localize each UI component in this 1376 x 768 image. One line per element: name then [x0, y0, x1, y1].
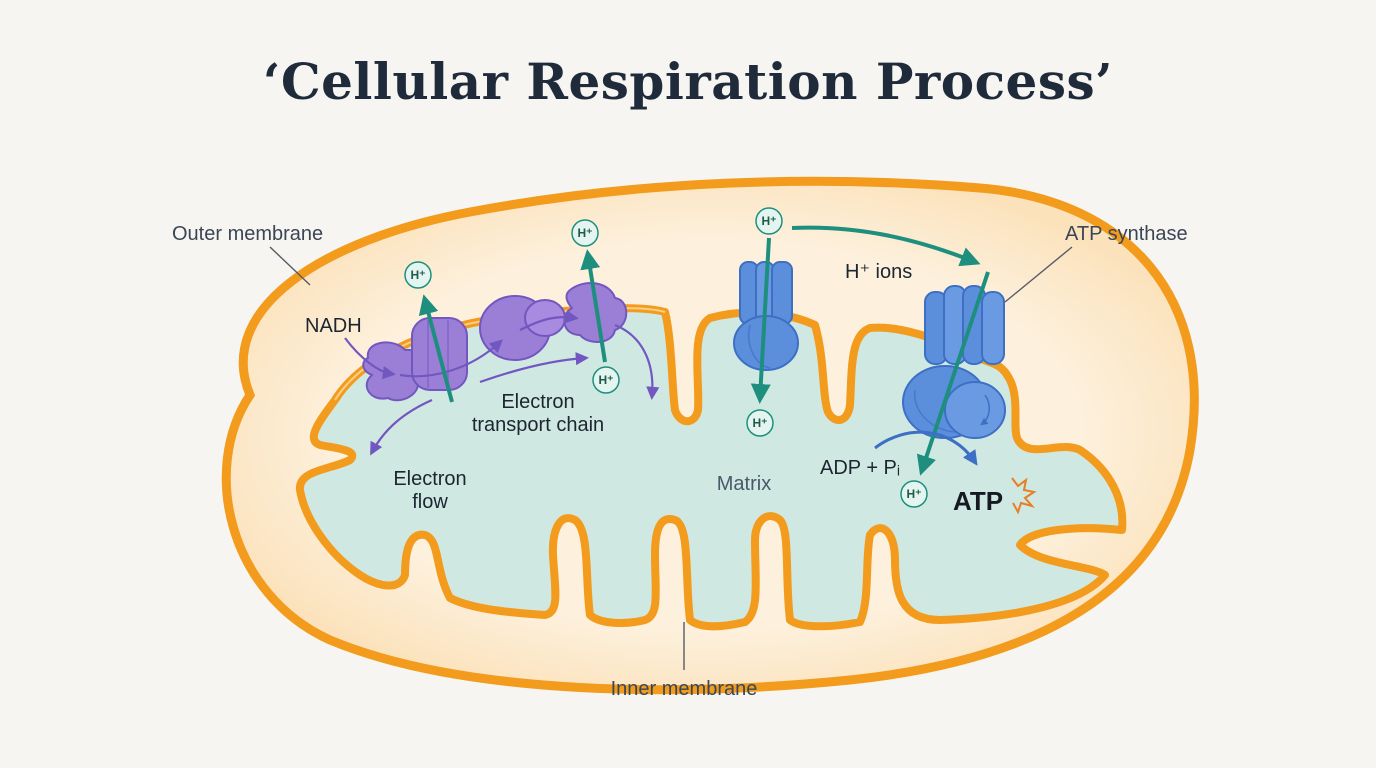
svg-text:H⁺: H⁺ — [762, 214, 777, 228]
svg-text:H⁺: H⁺ — [578, 226, 593, 240]
atp-synthase-label: ATP synthase — [1065, 223, 1188, 245]
atp-synthase-leader — [1004, 246, 1073, 303]
etc-label-line2: transport chain — [472, 414, 604, 436]
svg-text:H⁺: H⁺ — [599, 373, 614, 387]
nadh-label: NADH — [305, 315, 362, 337]
matrix-label: Matrix — [717, 473, 771, 495]
h-ions-label: H⁺ ions — [845, 261, 912, 283]
proton-arrow-1 — [418, 294, 454, 403]
electron-arrow-1 — [399, 339, 503, 378]
h-ion-2: H⁺ — [571, 219, 599, 247]
h-ion-1: H⁺ — [404, 261, 432, 289]
nadh-arrow — [344, 337, 396, 380]
etc-label-line1: Electron — [501, 391, 574, 413]
electron-arrow-4 — [614, 323, 660, 400]
electron-arrow-3 — [479, 352, 589, 384]
h-ion-6: H⁺ — [900, 480, 928, 508]
page-title: ‘Cellular Respiration Process’ — [262, 52, 1114, 111]
svg-text:H⁺: H⁺ — [907, 487, 922, 501]
h-ion-5: H⁺ — [746, 409, 774, 437]
h-ion-3: H⁺ — [755, 207, 783, 235]
adp-pi-label: ADP + Pᵢ — [820, 457, 900, 479]
svg-text:H⁺: H⁺ — [411, 268, 426, 282]
atp-burst-icon — [1011, 477, 1037, 515]
electron-flow-label-line1: Electron — [393, 468, 466, 490]
atp-label: ATP — [953, 486, 1003, 516]
proton-arrow-3 — [750, 237, 771, 404]
adp-to-atp-arrow — [874, 430, 978, 466]
outer-membrane-label: Outer membrane — [172, 223, 323, 245]
electron-flow-arrow — [370, 398, 433, 456]
svg-text:H⁺: H⁺ — [753, 416, 768, 430]
proton-arrow-4 — [791, 225, 981, 267]
etc-complex-3 — [479, 295, 566, 361]
atp-synthase — [902, 285, 1006, 439]
electron-arrow-2 — [519, 310, 579, 331]
proton-arrow-2 — [580, 249, 607, 363]
h-ion-4: H⁺ — [592, 366, 620, 394]
proton-arrow-5 — [916, 271, 990, 476]
electron-flow-label-line2: flow — [412, 491, 448, 513]
outer-membrane-leader — [269, 246, 311, 286]
inner-membrane-label: Inner membrane — [611, 678, 758, 700]
